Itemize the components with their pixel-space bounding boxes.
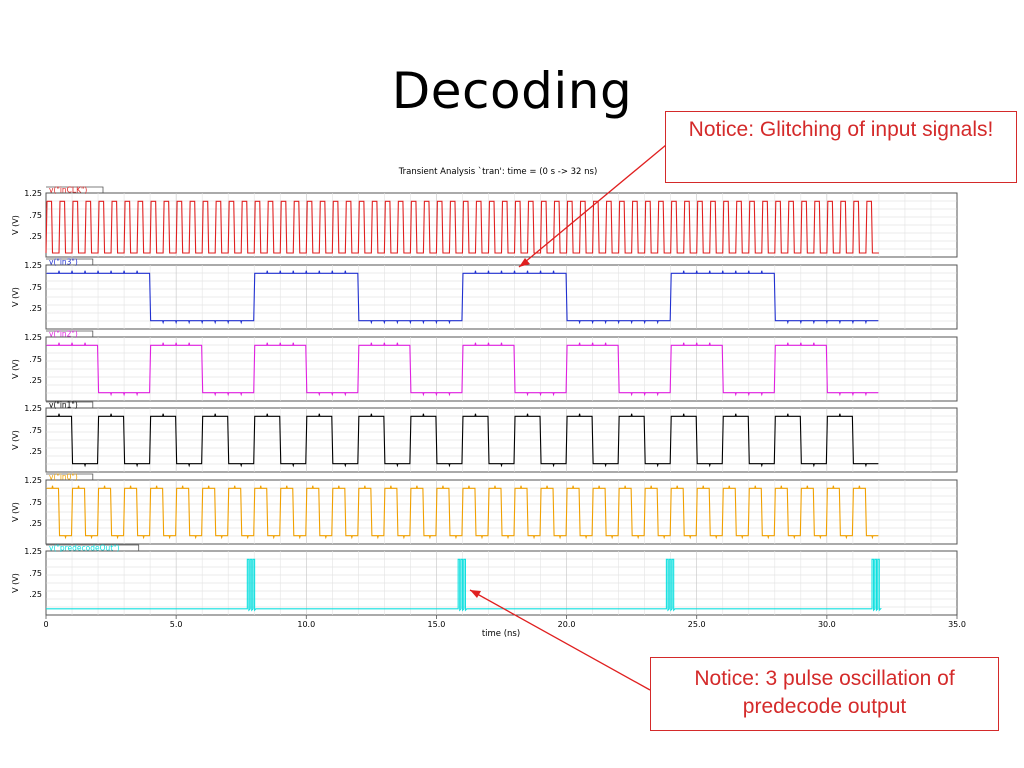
- annotation-arrows: [469, 144, 667, 691]
- y-axis-label: V (V): [11, 502, 20, 522]
- y-tick-label: 1.25: [24, 547, 42, 556]
- y-tick-label: .75: [29, 283, 42, 292]
- panel-in0: 1.25 .75 .25 V (V) v("in0"): [11, 473, 958, 545]
- annotation-glitching: Notice: Glitching of input signals!: [665, 111, 1017, 183]
- legend-label: v("in3"): [49, 258, 78, 267]
- arrow-head-glitch: [519, 258, 530, 267]
- legend-tab: [46, 401, 94, 408]
- chart-title: Transient Analysis `tran': time = (0 s -…: [398, 166, 598, 177]
- y-tick-label: 1.25: [24, 476, 42, 485]
- y-tick-label: .25: [29, 519, 42, 528]
- y-tick-label: .75: [29, 498, 42, 507]
- panel-inCLK: 1.25 .75 .25 V (V) v("inCLK"): [11, 186, 958, 258]
- y-tick-label: .25: [29, 376, 42, 385]
- y-tick-label: .75: [29, 211, 42, 220]
- y-tick-label: 1.25: [24, 261, 42, 270]
- x-axis-label: time (ns): [482, 629, 520, 639]
- legend-tab: [46, 330, 94, 337]
- legend-in2: v("in2"): [46, 330, 94, 339]
- x-tick-label: 10.0: [297, 620, 315, 629]
- signal-trace-in1: [46, 413, 879, 468]
- y-tick-label: .75: [29, 569, 42, 578]
- legend-label: v("in0"): [49, 473, 78, 482]
- signal-trace-predecodeOut: [46, 558, 882, 612]
- legend-tab: [46, 258, 94, 265]
- y-axis-label: V (V): [11, 215, 20, 235]
- x-tick-label: 25.0: [688, 620, 706, 629]
- y-tick-label: .75: [29, 426, 42, 435]
- signal-panels: 1.25 .75 .25 V (V) v("inCLK") 1.25 .75 .25 V (V)…: [11, 186, 958, 616]
- legend-label: v("predecodeOut"): [49, 544, 120, 553]
- y-axis-label: V (V): [11, 287, 20, 307]
- x-tick-label: 5.0: [170, 620, 183, 629]
- x-tick-label: 0: [43, 620, 48, 629]
- arrow-line-glitch: [518, 144, 667, 268]
- slide-title: Decoding: [391, 62, 633, 120]
- legend-label: v("in1"): [49, 401, 78, 410]
- legend-predecodeOut: v("predecodeOut"): [46, 544, 140, 553]
- legend-in0: v("in0"): [46, 473, 94, 482]
- legend-tab: [46, 186, 104, 193]
- signal-trace-inCLK: [45, 200, 879, 254]
- y-tick-label: .25: [29, 232, 42, 241]
- arrow-line-pulse: [469, 589, 651, 691]
- x-tick-label: 20.0: [558, 620, 576, 629]
- signal-trace-in0: [46, 485, 879, 540]
- y-axis-label: V (V): [11, 359, 20, 379]
- legend-tab: [46, 544, 140, 551]
- panel-in3: 1.25 .75 .25 V (V) v("in3"): [11, 258, 958, 330]
- legend-in1: v("in1"): [46, 401, 94, 410]
- arrow-head-pulse: [470, 590, 481, 598]
- legend-label: v("inCLK"): [49, 186, 87, 195]
- panel-predecodeOut: 1.25 .75 .25 V (V) v("predecodeOut"): [11, 544, 958, 616]
- legend-in3: v("in3"): [46, 258, 94, 267]
- y-tick-label: .25: [29, 447, 42, 456]
- panel-in2: 1.25 .75 .25 V (V) v("in2"): [11, 330, 958, 402]
- y-tick-label: 1.25: [24, 333, 42, 342]
- legend-tab: [46, 473, 94, 480]
- y-tick-label: .75: [29, 355, 42, 364]
- legend-inCLK: v("inCLK"): [46, 186, 104, 195]
- x-axis: 0 5.0 10.0 15.0 20.0 25.0 30.0 35.0: [43, 615, 966, 629]
- panel-in1: 1.25 .75 .25 V (V) v("in1"): [11, 401, 958, 473]
- y-tick-label: .25: [29, 590, 42, 599]
- y-tick-label: 1.25: [24, 404, 42, 413]
- x-tick-label: 15.0: [428, 620, 446, 629]
- y-axis-label: V (V): [11, 573, 20, 593]
- signal-trace-in3: [46, 270, 879, 325]
- y-tick-label: 1.25: [24, 189, 42, 198]
- x-tick-label: 30.0: [818, 620, 836, 629]
- legend-label: v("in2"): [49, 330, 78, 339]
- x-tick-label: 35.0: [948, 620, 966, 629]
- y-tick-label: .25: [29, 304, 42, 313]
- signal-trace-in2: [46, 342, 879, 397]
- y-axis-label: V (V): [11, 430, 20, 450]
- annotation-pulse-oscillation: Notice: 3 pulse oscillation of predecode…: [650, 657, 999, 731]
